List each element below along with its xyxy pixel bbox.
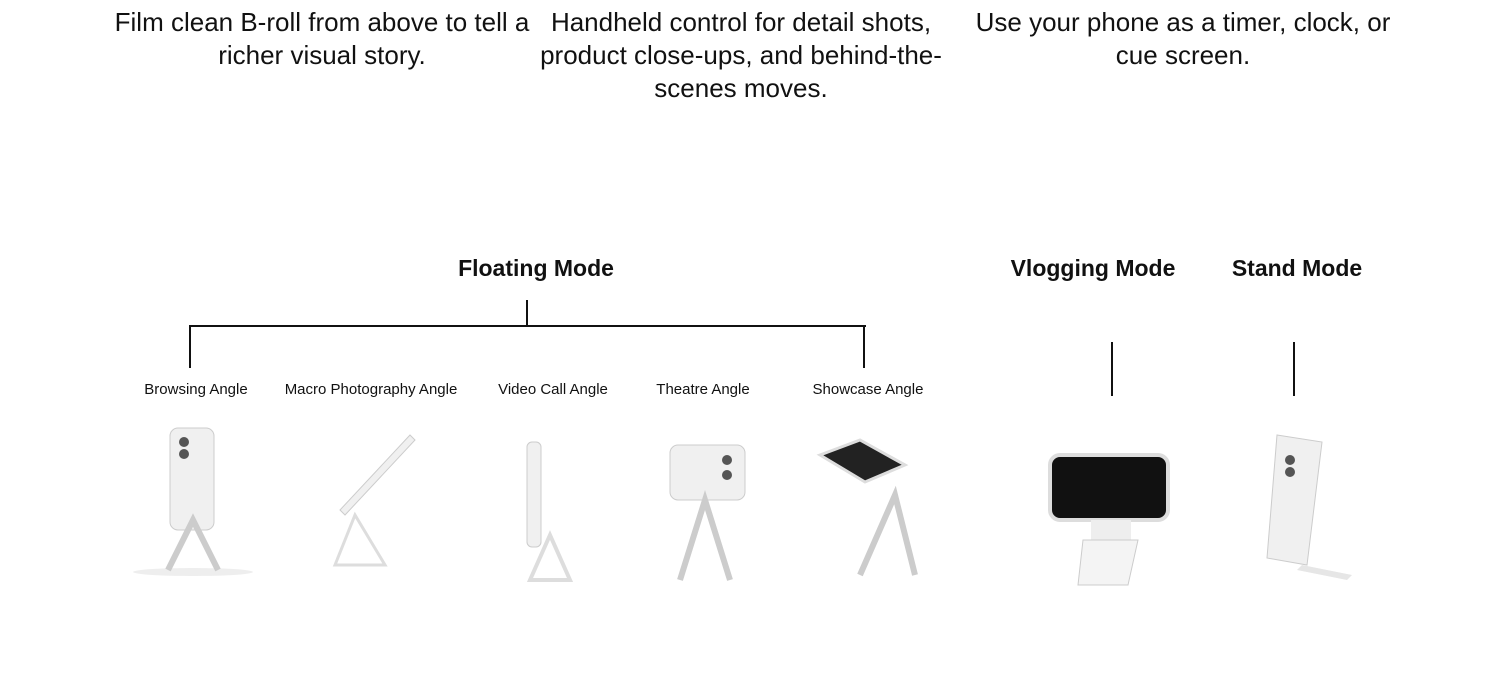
- showcase-angle-image: [816, 438, 918, 577]
- browsing-angle-image: [133, 427, 253, 576]
- label-theatre-angle: Theatre Angle: [656, 381, 750, 398]
- theatre-angle-image: [669, 444, 746, 581]
- vlogging-connector: [1111, 342, 1113, 396]
- caption-handheld: Handheld control for detail shots, produ…: [540, 7, 942, 103]
- caption-timer: Use your phone as a timer, clock, or cue…: [975, 7, 1391, 70]
- heading-stand-mode: Stand Mode: [1231, 255, 1363, 281]
- label-showcase-angle: Showcase Angle: [812, 381, 924, 398]
- heading-vlogging-mode: Vlogging Mode: [1010, 255, 1176, 281]
- vlogging-mode-image: [1048, 453, 1170, 586]
- stand-connector: [1293, 342, 1295, 396]
- heading-floating-mode: Floating Mode: [458, 255, 614, 281]
- label-macro-angle: Macro Photography Angle: [284, 381, 458, 398]
- label-video-call-angle: Video Call Angle: [498, 381, 608, 398]
- video-call-angle-image: [526, 441, 574, 582]
- label-browsing-angle: Browsing Angle: [144, 381, 248, 398]
- stand-mode-image: [1266, 434, 1352, 580]
- caption-overhead: Film clean B-roll from above to tell a r…: [114, 7, 530, 70]
- macro-angle-image: [332, 434, 416, 567]
